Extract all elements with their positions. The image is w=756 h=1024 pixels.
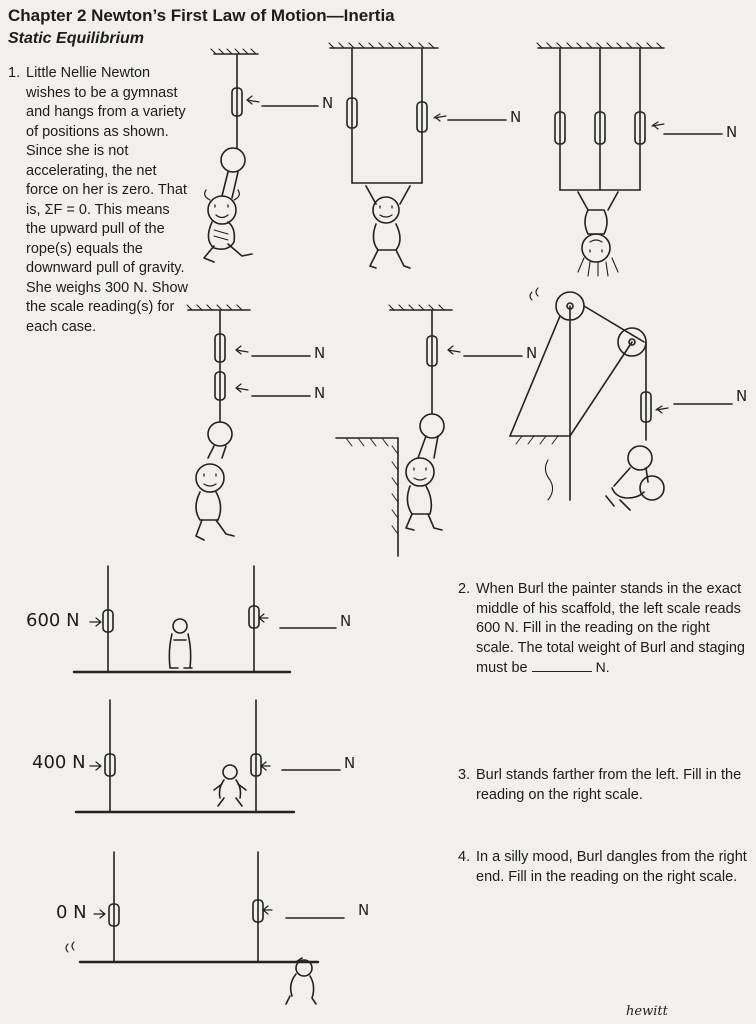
hanging-case-two-ropes: N <box>329 43 521 268</box>
blank-unit-label: N <box>736 387 747 405</box>
blank-unit-label: N <box>726 123 737 141</box>
blank-unit-label: N <box>314 344 325 362</box>
blank-unit-label: N <box>322 94 333 112</box>
scaffold-2-left-reading: 400 N <box>32 752 86 773</box>
hanging-case-pulleys: N <box>510 288 747 510</box>
blank-unit-label: N <box>344 754 355 772</box>
blank-unit-label: N <box>314 384 325 402</box>
ring <box>221 148 245 172</box>
hanging-case-two-scales-series: N N <box>187 305 325 540</box>
hanging-case-single-rope: N <box>204 49 333 262</box>
blank-unit-label: N <box>340 612 351 630</box>
author-signature: hewitt <box>626 1004 668 1019</box>
hanging-case-against-wall: N <box>336 305 537 556</box>
nellie-figure <box>208 196 236 224</box>
blank-unit-label: N <box>358 901 369 919</box>
scaffold-case-middle: N <box>74 566 351 672</box>
hanging-case-three-ropes: N <box>537 43 737 276</box>
scaffold-3-left-reading: 0 N <box>56 902 87 923</box>
blank-unit-label: N <box>526 344 537 362</box>
scaffold-case-farther: N <box>76 700 355 812</box>
blank-unit-label: N <box>510 108 521 126</box>
scaffold-1-left-reading: 600 N <box>26 610 80 631</box>
wall <box>336 438 398 556</box>
scaffold-case-dangling: N <box>66 852 369 1004</box>
